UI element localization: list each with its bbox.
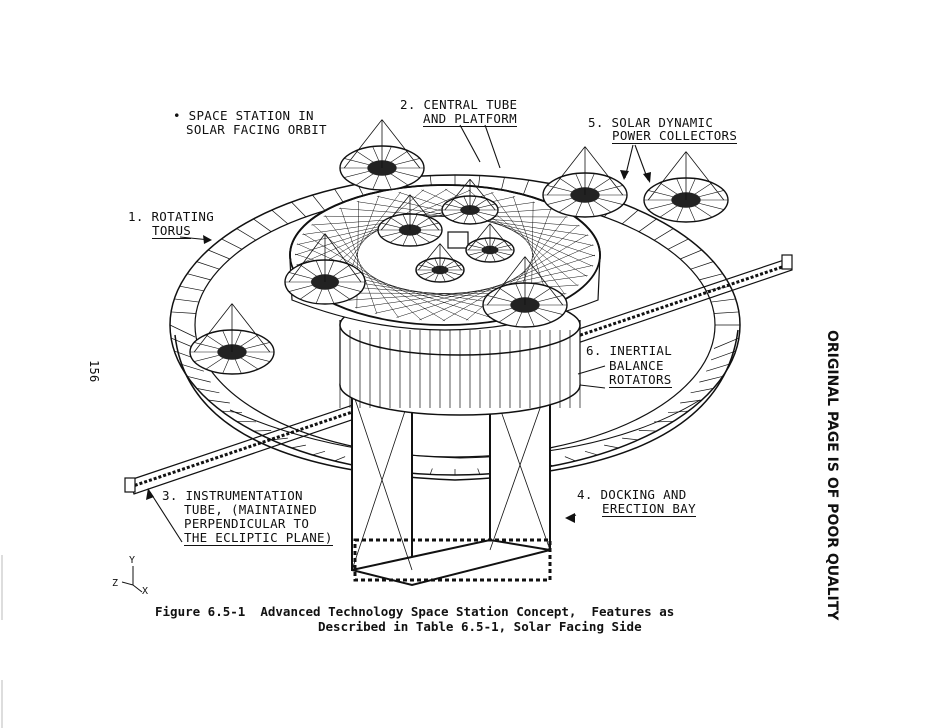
label-solar-2: POWER COLLECTORS <box>612 128 738 144</box>
label-torus-2: TORUS <box>152 223 192 239</box>
solar-dish-icon <box>465 223 515 263</box>
solar-dish-icon <box>482 256 568 328</box>
label-inertial-1: 6. INERTIAL <box>586 343 673 358</box>
solar-dish-icon <box>415 243 465 283</box>
label-torus-1: 1. ROTATING <box>128 209 215 224</box>
label-instr-1: 3. INSTRUMENTATION <box>162 488 303 503</box>
label-inertial-3: ROTATORS <box>609 372 672 388</box>
solar-dish-icon <box>339 119 425 191</box>
label-inertial-2: BALANCE <box>609 358 664 373</box>
label-instr-3: PERPENDICULAR TO <box>184 516 310 531</box>
axis-z-label: Z <box>112 578 119 589</box>
label-orbit-1: • SPACE STATION IN <box>173 108 314 123</box>
label-instr-2: TUBE, (MAINTAINED <box>184 502 318 517</box>
solar-dish-icon <box>643 151 729 223</box>
page-number: 156 <box>87 360 101 383</box>
label-dock-1: 4. DOCKING AND <box>577 487 687 502</box>
solar-dish-icon <box>441 178 499 225</box>
axis-y-label: Y <box>129 555 136 566</box>
label-central-1: 2. CENTRAL TUBE <box>400 97 518 112</box>
figure-caption-2: Described in Table 6.5-1, Solar Facing S… <box>318 619 642 634</box>
solar-dish-icon <box>542 146 628 218</box>
label-dock-2: ERECTION BAY <box>602 501 696 517</box>
label-orbit-2: SOLAR FACING ORBIT <box>186 122 327 137</box>
side-note-stamp: ORIGINAL PAGE IS OF POOR QUALITY <box>824 330 840 621</box>
figure-caption-1: Figure 6.5-1 Advanced Technology Space S… <box>155 604 675 619</box>
arrowheads <box>146 170 651 523</box>
solar-dish-icon <box>377 194 443 247</box>
rotating-torus <box>169 174 741 481</box>
solar-dish-icon <box>189 303 275 375</box>
label-instr-4: THE ECLIPTIC PLANE) <box>184 530 333 546</box>
coordinate-axes-icon <box>121 566 143 593</box>
solar-dish-icon <box>284 233 366 305</box>
label-solar-1: 5. SOLAR DYNAMIC <box>588 115 714 130</box>
label-central-2: AND PLATFORM <box>423 111 517 127</box>
axis-x-label: X <box>142 586 149 597</box>
